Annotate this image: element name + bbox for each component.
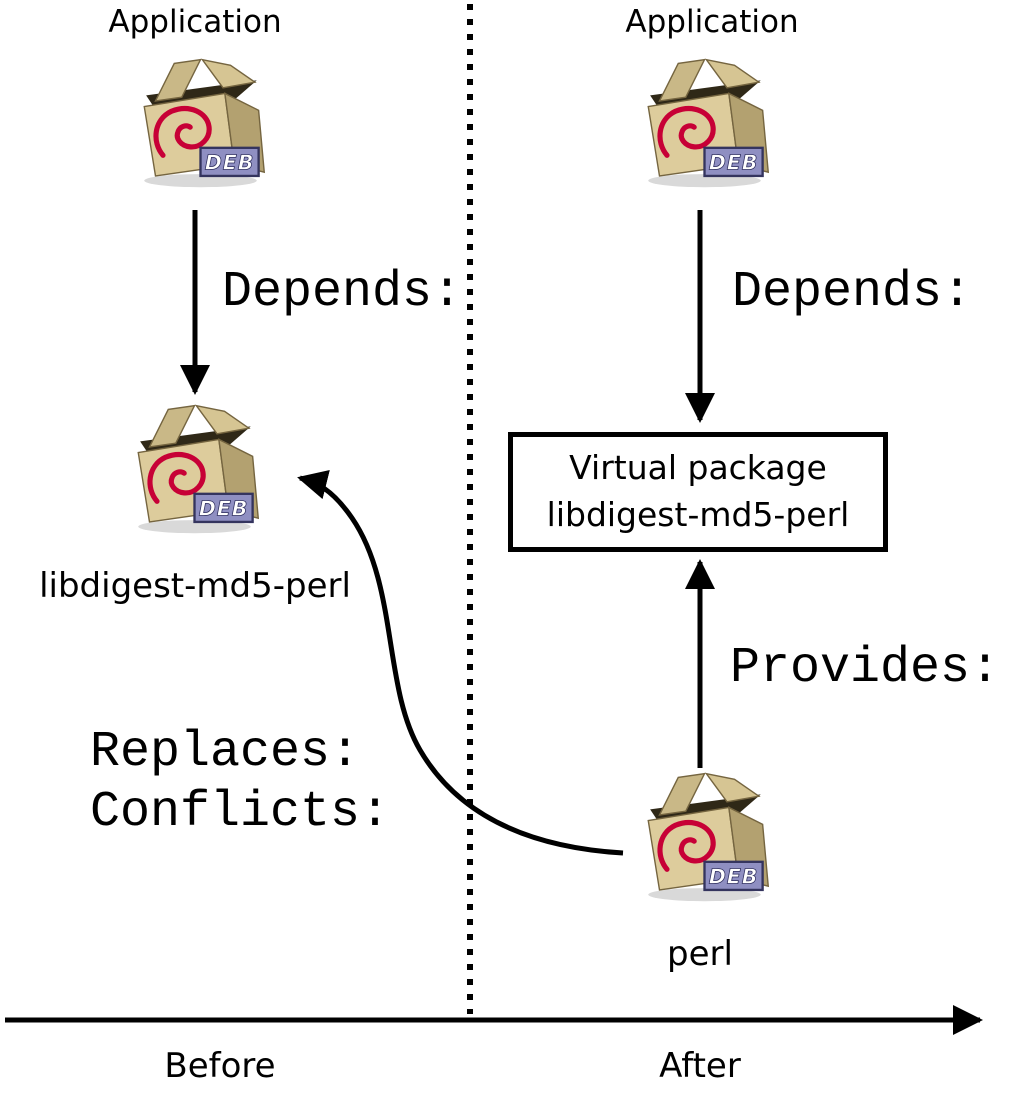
virtual-package-line1: Virtual package: [569, 448, 827, 487]
deb-package-icon: DEB: [118, 52, 268, 193]
virtual-package-line2: libdigest-md5-perl: [546, 494, 850, 534]
deb-badge-label: DEB: [205, 150, 255, 174]
deb-badge: DEB: [199, 146, 260, 178]
perl-package: DEB: [622, 766, 772, 907]
depends-label-before: Depends:: [222, 264, 463, 321]
virtual-package-box: Virtual package libdigest-md5-perl: [508, 432, 888, 552]
deb-badge-label: DEB: [709, 864, 759, 888]
deb-package-icon: DEB: [622, 52, 772, 193]
provides-label: Provides:: [730, 640, 1001, 697]
perl-package-label: perl: [667, 934, 733, 974]
deb-badge: DEB: [703, 860, 764, 892]
application-package-after: DEB: [622, 52, 772, 193]
deb-package-icon: DEB: [622, 766, 772, 907]
libdigest-package: DEB: [112, 398, 262, 539]
deb-package-icon: DEB: [112, 398, 262, 539]
deb-badge-label: DEB: [709, 150, 759, 174]
conflicts-label: Conflicts:: [90, 784, 391, 841]
deb-badge: DEB: [193, 492, 254, 524]
replaces-label: Replaces:: [90, 724, 361, 781]
axis-label-after: After: [659, 1046, 741, 1086]
deb-badge: DEB: [703, 146, 764, 178]
application-label-after: Application: [625, 4, 799, 40]
axis-label-before: Before: [164, 1046, 276, 1086]
application-label-before: Application: [108, 4, 282, 40]
application-package-before: DEB: [118, 52, 268, 193]
deb-badge-label: DEB: [199, 496, 249, 520]
libdigest-package-label: libdigest-md5-perl: [39, 566, 351, 606]
depends-label-after: Depends:: [732, 264, 973, 321]
